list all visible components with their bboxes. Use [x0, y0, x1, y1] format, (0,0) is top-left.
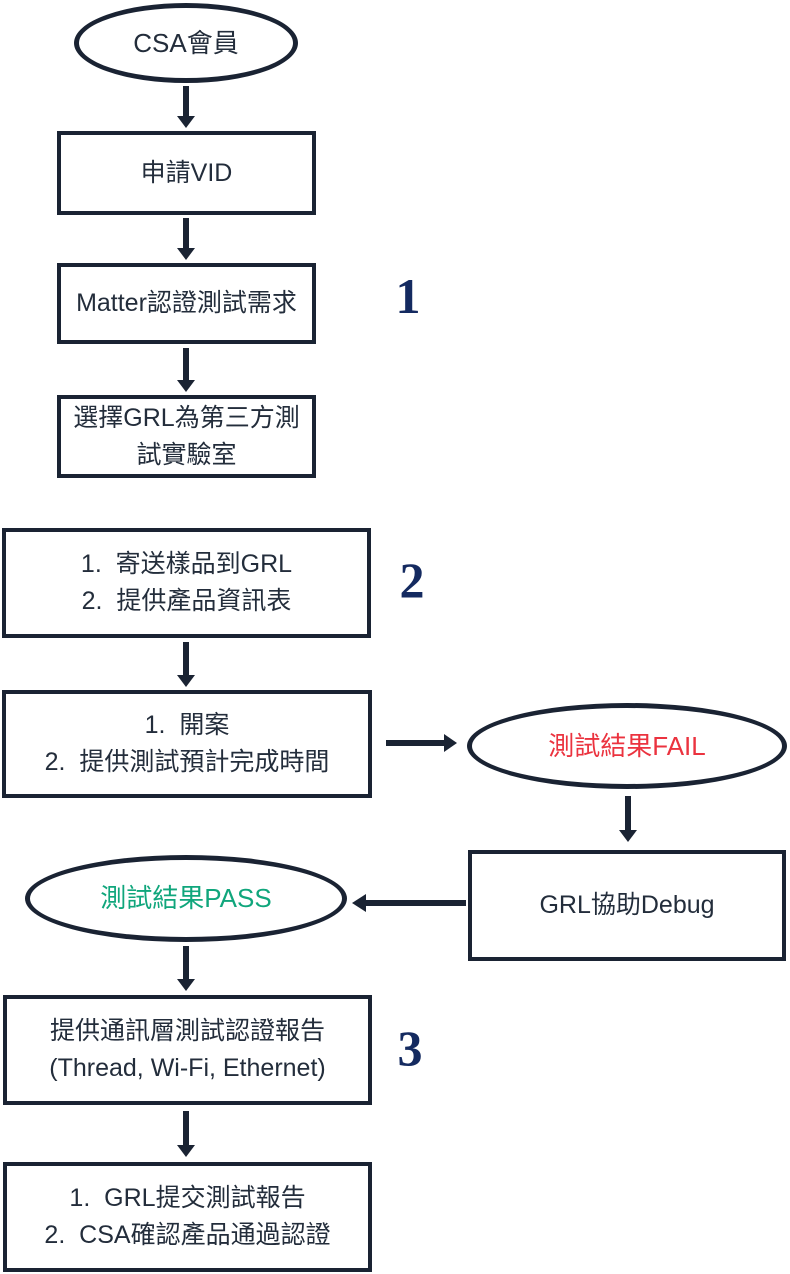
node-label-line1: 1. 開案: [144, 711, 230, 739]
node-open-case: 1. 開案 2. 提供測試預計完成時間: [2, 690, 372, 798]
node-label-line2: 試實驗室: [136, 440, 237, 469]
arrow-matter-req-to-choose-grl: [177, 348, 195, 392]
node-label: 測試結果PASS: [100, 883, 272, 913]
arrow-debug-to-pass: [352, 894, 466, 912]
node-apply-vid: 申請VID: [57, 131, 316, 215]
node-label: GRL協助Debug: [539, 891, 715, 919]
arrow-pass-to-report: [177, 946, 195, 991]
node-label-line2: 2. 提供產品資訊表: [81, 587, 292, 615]
node-label: CSA會員: [133, 27, 239, 58]
node-label: 申請VID: [140, 158, 233, 187]
node-label-line1: 1. GRL提交測試報告: [69, 1184, 306, 1212]
arrow-start-to-apply-vid: [177, 86, 195, 128]
node-label-line1: 1. 寄送樣品到GRL: [80, 550, 293, 578]
node-label: 測試結果FAIL: [548, 730, 706, 761]
arrow-fail-to-debug: [619, 796, 637, 842]
node-label-line1: 提供通訊層測試認證報告: [49, 1017, 325, 1045]
node-label-line2: (Thread, Wi-Fi, Ethernet): [49, 1054, 326, 1082]
node-label-line1: 選擇GRL為第三方測: [73, 403, 300, 432]
step-number-3: 3: [397, 1020, 423, 1076]
node-choose-grl-lab: 選擇GRL為第三方測 試實驗室: [57, 395, 316, 478]
arrow-report-to-final: [177, 1111, 195, 1157]
node-start-csa-member: CSA會員: [74, 3, 298, 83]
node-label-line2: 2. 提供測試預計完成時間: [44, 748, 330, 776]
node-label: Matter認證測試需求: [76, 289, 297, 317]
node-test-result-fail: 測試結果FAIL: [467, 703, 787, 789]
node-final-certification: 1. GRL提交測試報告 2. CSA確認產品通過認證: [3, 1162, 372, 1272]
node-test-result-pass: 測試結果PASS: [25, 855, 347, 942]
node-send-samples: 1. 寄送樣品到GRL 2. 提供產品資訊表: [2, 528, 371, 638]
node-label-line2: 2. CSA確認產品通過認證: [44, 1221, 331, 1249]
node-matter-requirement: Matter認證測試需求: [57, 263, 316, 344]
arrow-send-samples-to-open-case: [177, 642, 195, 687]
step-number-1: 1: [395, 268, 421, 324]
node-grl-debug: GRL協助Debug: [468, 850, 786, 961]
step-number-2: 2: [399, 552, 425, 608]
arrow-open-case-to-fail: [386, 734, 457, 752]
node-comm-layer-report: 提供通訊層測試認證報告 (Thread, Wi-Fi, Ethernet): [3, 995, 372, 1105]
arrow-apply-vid-to-matter-req: [177, 218, 195, 260]
